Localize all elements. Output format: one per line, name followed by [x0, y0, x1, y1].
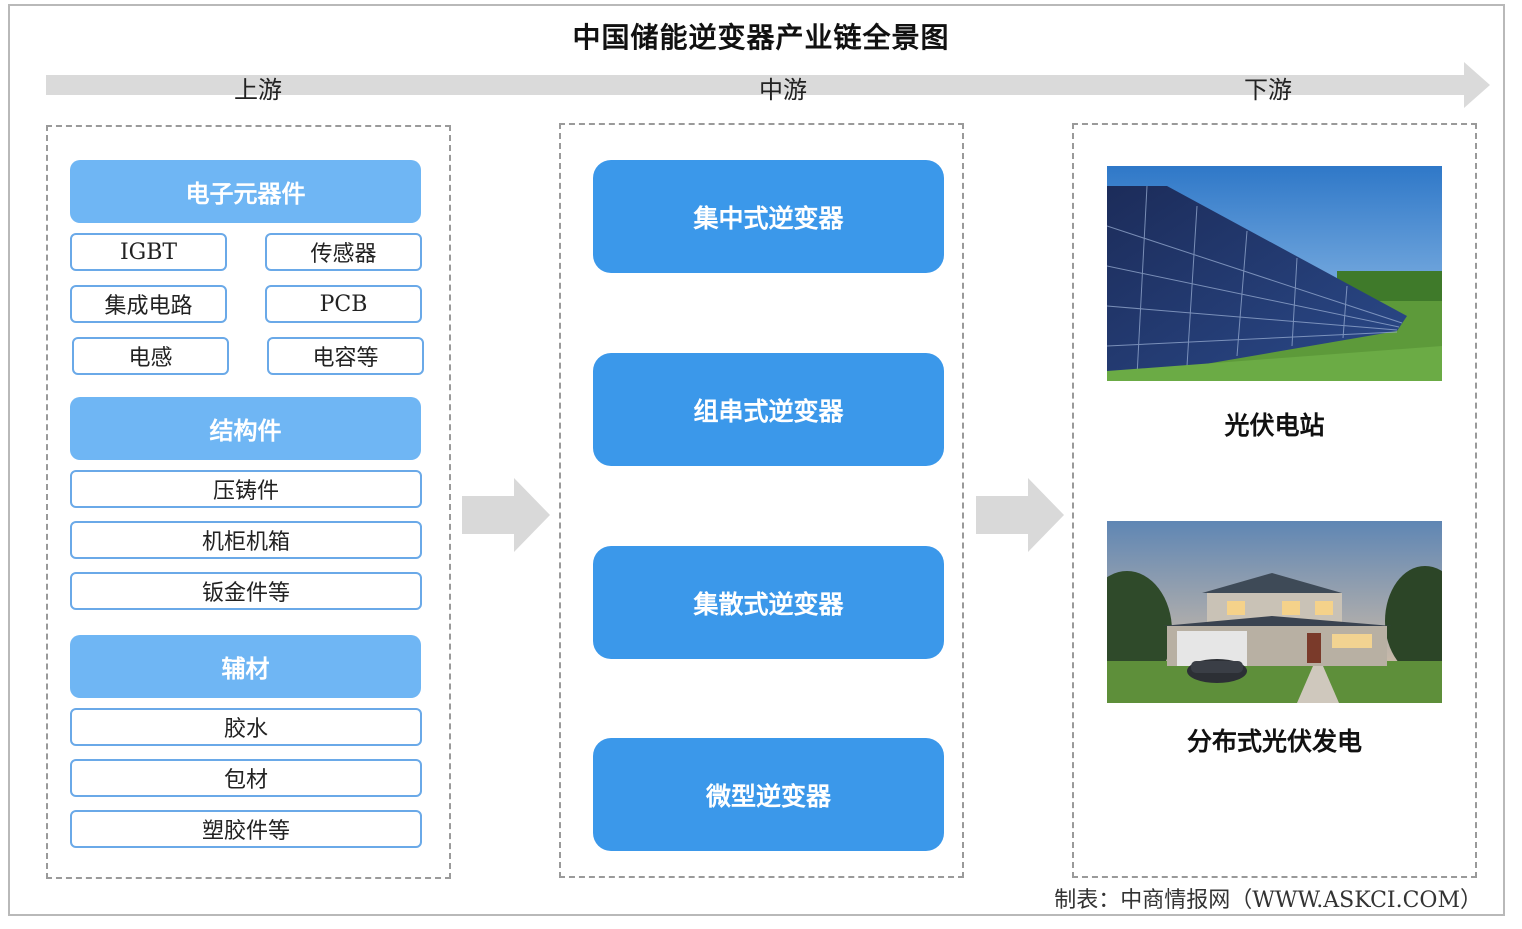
item-integrated-circuit: 集成电路	[70, 285, 227, 323]
inverter-centralized: 集中式逆变器	[593, 160, 944, 273]
upstream-panel	[46, 125, 451, 879]
arrow-midstream-to-downstream	[976, 478, 1064, 552]
arrow-upstream-to-midstream	[462, 478, 550, 552]
page-title: 中国储能逆变器产业链全景图	[572, 21, 950, 54]
item-cabinet: 机柜机箱	[70, 521, 422, 559]
category-header-auxiliary: 辅材	[70, 635, 421, 698]
downstream-panel	[1072, 123, 1477, 878]
inverter-distributed: 集散式逆变器	[593, 546, 944, 659]
residential-solar-house-photo	[1107, 521, 1442, 703]
item-sheet-metal: 钣金件等	[70, 572, 422, 610]
category-header-structural: 结构件	[70, 397, 421, 460]
downstream-label-solar-station: 光伏电站	[1224, 411, 1325, 440]
item-die-casting: 压铸件	[70, 470, 422, 508]
stage-label-downstream: 下游	[1244, 76, 1292, 104]
item-plastic-parts: 塑胶件等	[70, 810, 422, 848]
downstream-label-distributed-pv: 分布式光伏发电	[1186, 727, 1362, 756]
midstream-panel	[559, 123, 964, 878]
solar-farm-photo	[1107, 166, 1442, 381]
item-capacitor: 电容等	[267, 337, 424, 375]
item-igbt: IGBT	[70, 233, 227, 271]
item-glue: 胶水	[70, 708, 422, 746]
flow-arrow	[46, 62, 1490, 108]
category-header-electronic: 电子元器件	[70, 160, 421, 223]
item-inductor: 电感	[72, 337, 229, 375]
inverter-micro: 微型逆变器	[593, 738, 944, 851]
stage-label-upstream: 上游	[234, 76, 282, 104]
item-sensor: 传感器	[265, 233, 422, 271]
item-pcb: PCB	[265, 285, 422, 323]
item-packaging: 包材	[70, 759, 422, 797]
source-note: 制表：中商情报网（WWW.ASKCI.COM）	[1054, 888, 1482, 913]
stage-label-midstream: 中游	[759, 76, 807, 104]
inverter-string: 组串式逆变器	[593, 353, 944, 466]
